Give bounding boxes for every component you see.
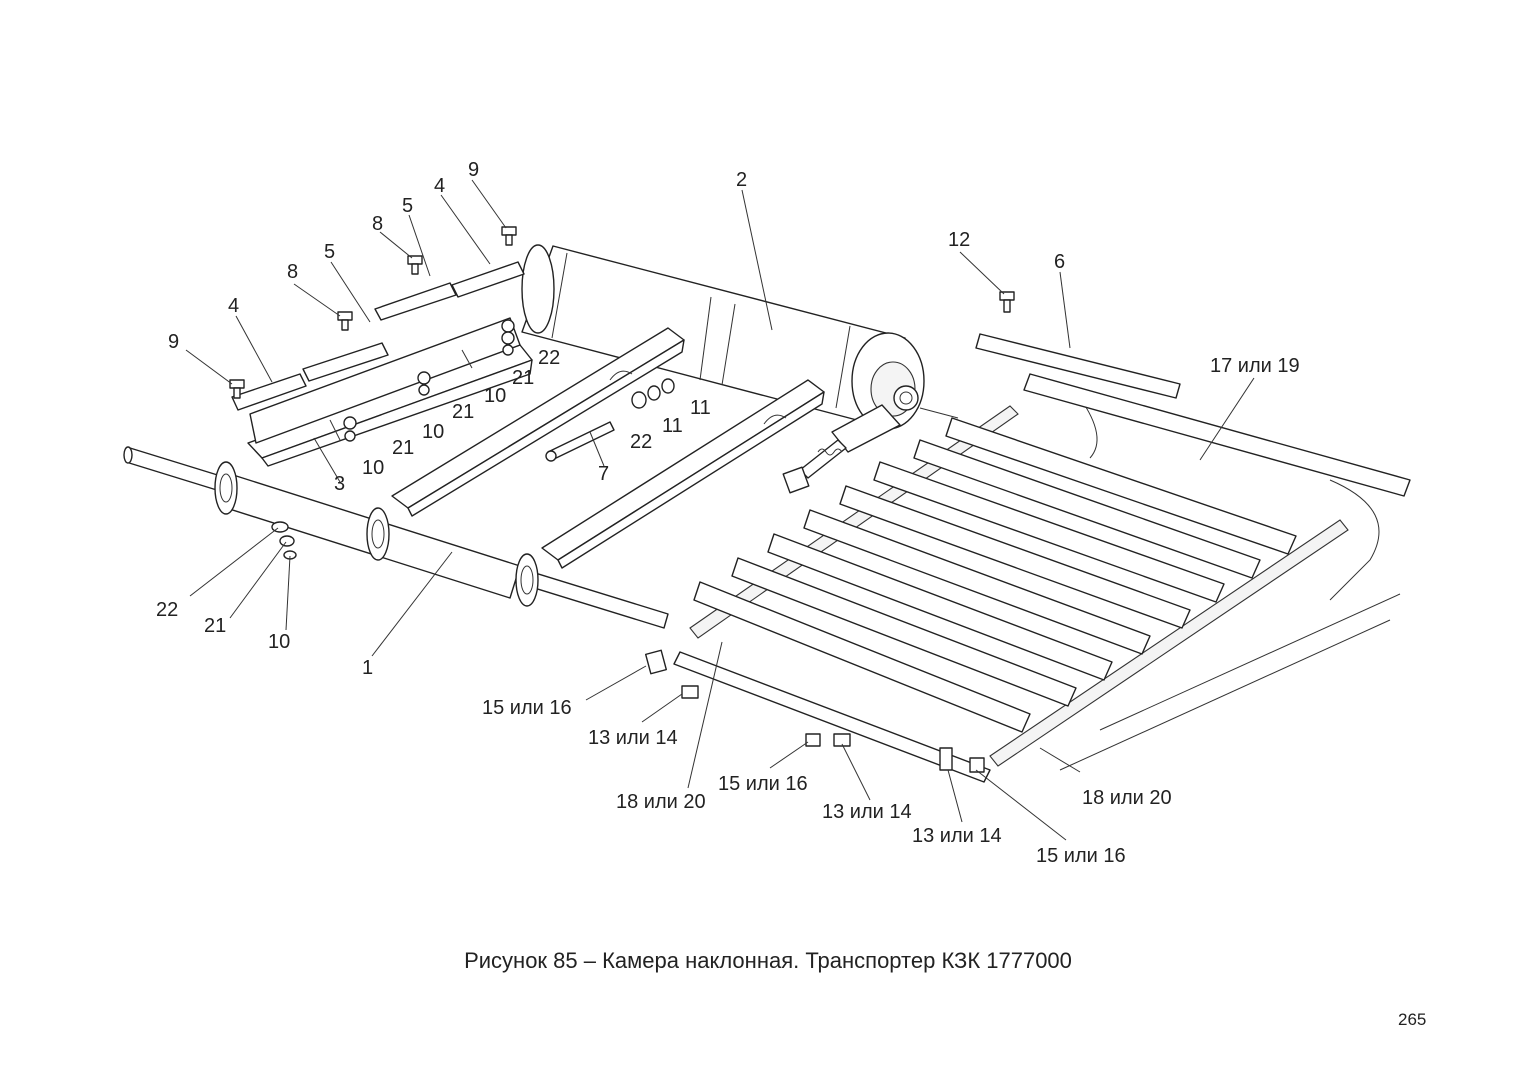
callout-label: 21 [452, 401, 474, 423]
drum-assembly [521, 244, 959, 494]
callout-label: 10 [268, 631, 290, 653]
sprocket-middle [366, 507, 390, 561]
callout-label: 22 [538, 347, 560, 369]
callout-label: 1 [362, 657, 373, 679]
callout-label: 15 или 16 [482, 697, 572, 719]
callout-label: 22 [156, 599, 178, 621]
callout-label: 7 [598, 463, 609, 485]
bolt-8-left [337, 311, 353, 331]
callout-label: 11 [662, 415, 683, 437]
callout-label: 12 [948, 229, 970, 251]
middle-rails [391, 327, 825, 569]
callout-label: 5 [324, 241, 335, 263]
figure-caption: Рисунок 85 – Камера наклонная. Транспорт… [464, 948, 1072, 973]
callout-label: 13 или 14 [822, 801, 912, 823]
sprocket-right [515, 553, 539, 607]
callout-label: 15 или 16 [718, 773, 808, 795]
callout-label: 4 [434, 175, 445, 197]
shaft-assembly [123, 446, 669, 629]
callout-label: 2 [736, 169, 747, 191]
callout-label: 10 [362, 457, 384, 479]
callout-label: 21 [392, 437, 414, 459]
callout-label: 9 [468, 159, 479, 181]
callout-label: 13 или 14 [912, 825, 1002, 847]
callout-label: 5 [402, 195, 413, 217]
callout-label: 22 [630, 431, 652, 453]
callout-label: 15 или 16 [1036, 845, 1126, 867]
callout-label: 18 или 20 [1082, 787, 1172, 809]
sprocket-left [214, 461, 238, 515]
callout-label: 18 или 20 [616, 791, 706, 813]
callout-labels: 2 9 4 5 8 5 8 4 9 22 21 10 21 10 21 10 3… [156, 159, 1300, 867]
callout-label: 11 [690, 397, 711, 419]
leader-lines [185, 179, 1255, 841]
page-number: 265 [1398, 1010, 1427, 1029]
callout-label: 21 [204, 615, 226, 637]
callout-label: 4 [228, 295, 239, 317]
callout-label: 8 [287, 261, 298, 283]
callout-label: 9 [168, 331, 179, 353]
bolt-8-right [407, 255, 423, 275]
callout-label: 3 [334, 473, 345, 495]
callout-label: 10 [422, 421, 444, 443]
callout-label: 10 [484, 385, 506, 407]
bolt-9-left [229, 379, 245, 399]
callout-label: 13 или 14 [588, 727, 678, 749]
callout-label: 8 [372, 213, 383, 235]
upper-bracket-group [229, 226, 533, 467]
callout-label: 21 [512, 367, 534, 389]
bolt-9-right [501, 226, 517, 246]
callout-label: 6 [1054, 251, 1065, 273]
callout-label: 17 или 19 [1210, 355, 1300, 377]
